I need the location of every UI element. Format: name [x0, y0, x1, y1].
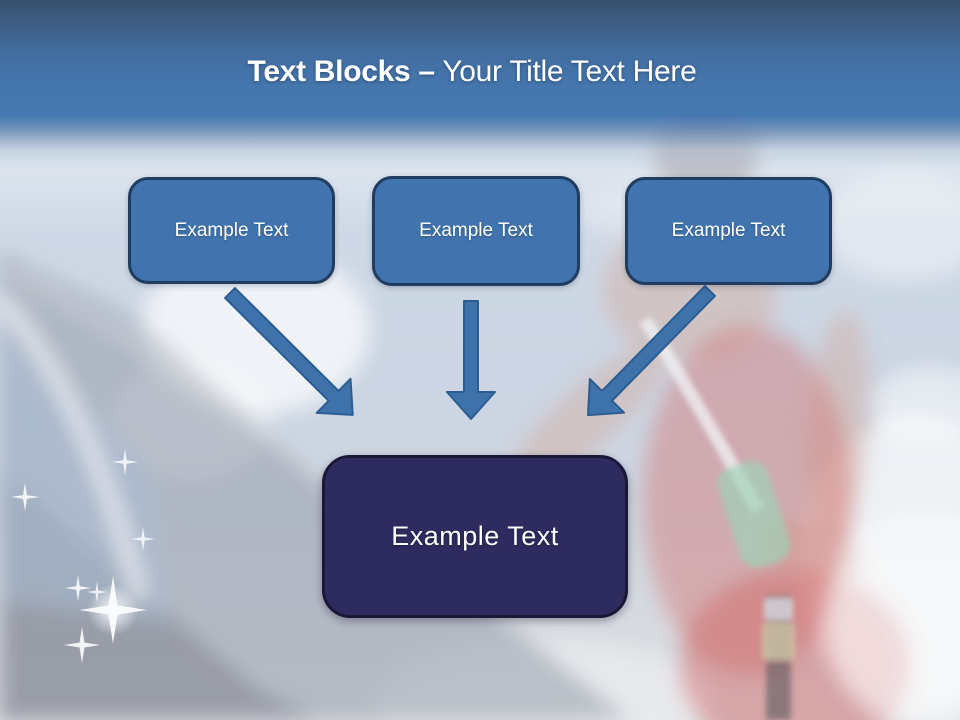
text-block-2-label: Example Text	[419, 220, 533, 241]
connector-arrow-right	[587, 285, 716, 417]
slide-title: Text Blocks – Your Title Text Here	[0, 52, 944, 92]
result-block-label: Example Text	[391, 521, 559, 551]
connector-arrow-left	[224, 287, 354, 416]
cloud-front-right	[825, 510, 960, 720]
text-block-2: Example Text	[372, 176, 580, 286]
slide-title-emphasis: Text Blocks –	[247, 55, 436, 88]
text-block-1-label: Example Text	[174, 219, 289, 241]
text-block-3: Example Text	[625, 177, 832, 285]
result-block: Example Text	[322, 455, 628, 618]
text-block-3-label: Example Text	[671, 220, 786, 241]
text-block-1: Example Text	[128, 177, 335, 284]
connector-arrow-middle	[446, 300, 496, 420]
lens-flare-sparkles	[10, 449, 155, 664]
slide-title-regular: Your Title Text Here	[442, 55, 697, 88]
